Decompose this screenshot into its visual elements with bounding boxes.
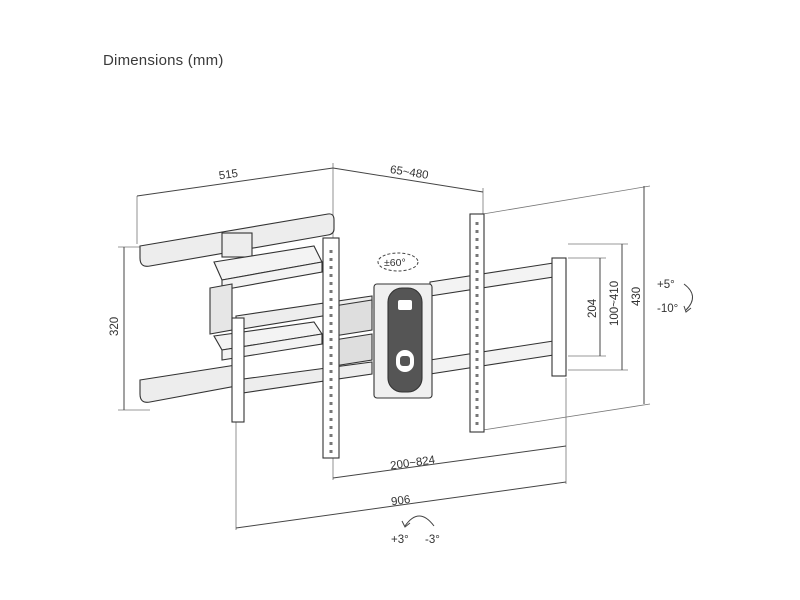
mounting-hole bbox=[475, 374, 479, 377]
dim-rotation-right: -3° bbox=[425, 534, 440, 546]
mounting-hole bbox=[329, 362, 333, 365]
rotation-arrow-icon bbox=[401, 515, 435, 528]
articulating-arms bbox=[209, 245, 373, 423]
mounting-hole bbox=[329, 402, 333, 405]
mounting-hole bbox=[475, 286, 479, 289]
dim-tilt-down: -10° bbox=[657, 303, 678, 315]
mounting-hole bbox=[329, 370, 333, 373]
mounting-hole bbox=[329, 354, 333, 357]
mounting-hole bbox=[329, 298, 333, 301]
dim-tv-plate-height: 430 bbox=[631, 287, 643, 306]
mounting-hole bbox=[329, 314, 333, 317]
mounting-hole bbox=[475, 230, 479, 233]
mounting-hole bbox=[475, 358, 479, 361]
mounting-hole bbox=[329, 290, 333, 293]
dim-wall-plate-height: 320 bbox=[109, 317, 121, 336]
mounting-hole bbox=[475, 398, 479, 401]
tv-vertical-rails bbox=[469, 213, 485, 433]
mounting-hole bbox=[475, 294, 479, 297]
mounting-hole bbox=[329, 450, 333, 453]
mounting-hole bbox=[475, 318, 479, 321]
mounting-hole bbox=[329, 378, 333, 381]
dim-swivel: ±60° bbox=[384, 257, 406, 269]
mounting-hole bbox=[475, 382, 479, 385]
mounting-hole bbox=[475, 254, 479, 257]
mounting-hole bbox=[329, 258, 333, 261]
dim-vesa-vertical-range: 100~410 bbox=[609, 281, 621, 326]
mounting-hole bbox=[475, 390, 479, 393]
mounting-hole bbox=[475, 414, 479, 417]
dim-extension: 65~480 bbox=[389, 164, 429, 182]
mounting-hole bbox=[329, 394, 333, 397]
mounting-hole bbox=[329, 274, 333, 277]
mounting-hole bbox=[475, 422, 479, 425]
mounting-hole bbox=[475, 238, 479, 241]
mounting-hole bbox=[475, 406, 479, 409]
mounting-hole bbox=[475, 246, 479, 249]
page-title: Dimensions (mm) bbox=[103, 52, 224, 69]
swivel-bar bbox=[322, 237, 340, 459]
mounting-hole bbox=[329, 434, 333, 437]
mounting-hole bbox=[329, 306, 333, 309]
mounting-hole bbox=[475, 366, 479, 369]
mounting-hole bbox=[329, 250, 333, 253]
dimension-lines bbox=[118, 163, 651, 530]
mounting-hole bbox=[329, 282, 333, 285]
mounting-hole bbox=[475, 350, 479, 353]
dim-vesa-vertical-inner: 204 bbox=[587, 298, 599, 318]
mounting-hole bbox=[329, 266, 333, 269]
mounting-hole bbox=[475, 326, 479, 329]
dim-vesa-horizontal-range: 200~824 bbox=[390, 454, 437, 472]
mounting-hole bbox=[475, 222, 479, 225]
tilt-arrow-icon bbox=[683, 283, 693, 313]
dim-arm-length: 515 bbox=[218, 168, 239, 183]
mounting-hole bbox=[329, 418, 333, 421]
mounting-hole bbox=[329, 442, 333, 445]
mounting-hole bbox=[475, 302, 479, 305]
mounting-hole bbox=[475, 310, 479, 313]
mounting-hole bbox=[329, 426, 333, 429]
mounting-hole bbox=[329, 330, 333, 333]
mounting-hole bbox=[475, 342, 479, 345]
mounting-hole bbox=[475, 270, 479, 273]
mounting-hole bbox=[475, 334, 479, 337]
tv-bracket-crossbars bbox=[429, 257, 567, 377]
mounting-hole bbox=[475, 278, 479, 281]
wall-plate bbox=[139, 213, 335, 403]
mounting-hole bbox=[329, 346, 333, 349]
mounting-hole bbox=[329, 338, 333, 341]
mounting-hole bbox=[329, 386, 333, 389]
swivel-housing bbox=[373, 283, 433, 399]
dim-overall-width: 906 bbox=[390, 494, 411, 509]
mounting-hole bbox=[475, 262, 479, 265]
dim-tilt-up: +5° bbox=[657, 279, 675, 291]
dim-rotation-left: +3° bbox=[391, 534, 409, 546]
mounting-hole bbox=[329, 322, 333, 325]
mounting-hole bbox=[329, 410, 333, 413]
swivel-angle-badge: ±60° bbox=[377, 252, 419, 272]
